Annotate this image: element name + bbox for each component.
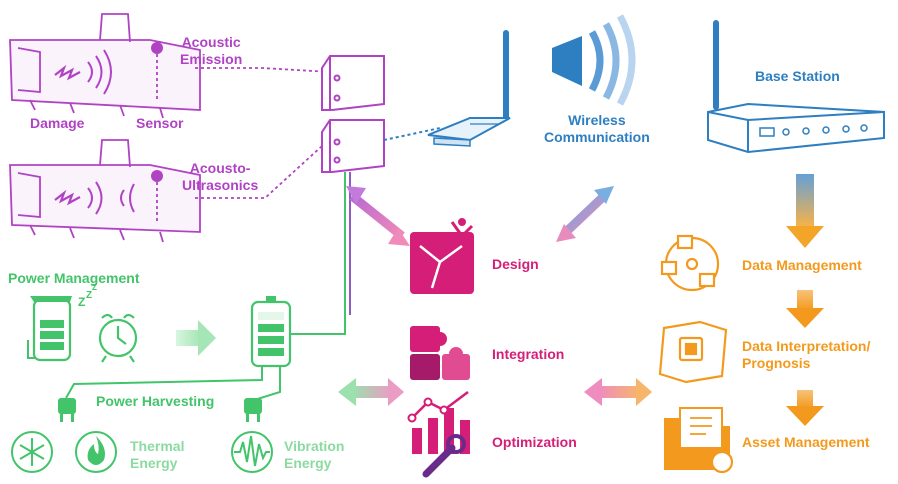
wireless-communication-label-line1: Wireless: [568, 112, 626, 128]
battery-icon: [250, 296, 292, 368]
arrow-sensing-core: [346, 186, 410, 246]
data-interpretation-icon: [658, 320, 728, 384]
arrow-interpretation-asset: [786, 390, 824, 426]
power-harvesting-label: Power Harvesting: [96, 393, 215, 409]
arrow-core-data: [584, 378, 652, 406]
wireless-transmitter-icon: [427, 30, 511, 147]
svg-text:Z: Z: [92, 283, 97, 292]
wireless-communication-label-line2: Communication: [544, 129, 650, 145]
arrow-power-core: [338, 378, 404, 406]
data-management-label: Data Management: [742, 257, 862, 273]
base-station-icon: [707, 20, 885, 154]
damage-icon: [54, 189, 81, 206]
optimization-icon: [407, 391, 470, 478]
snowflake-icon: [11, 431, 53, 473]
integration-icon: [410, 326, 470, 380]
thermal-energy-label: Thermal Energy: [130, 438, 184, 472]
wireless-signal-icon: [552, 14, 636, 106]
integration-label: Integration: [492, 346, 565, 362]
thermal-energy-label-line1: Thermal: [130, 438, 185, 454]
sensor-node-bottom: [151, 170, 163, 222]
damage-label: Damage: [30, 115, 85, 131]
sensor-cables: [195, 67, 331, 199]
sensor-label: Sensor: [136, 115, 184, 131]
acousto-ultrasonics-label-line1: Acousto-: [189, 160, 251, 176]
acoustic-emission-label: Acoustic Emission: [180, 34, 242, 68]
vibration-energy-label-line2: Energy: [284, 455, 332, 471]
design-icon: [410, 218, 474, 294]
thermal-energy-label-line2: Energy: [130, 455, 178, 471]
acoustic-emission-label-line1: Acoustic: [181, 34, 241, 50]
vibration-wave-icon: [231, 431, 273, 473]
data-interpretation-label-line1: Data Interpretation/: [742, 338, 871, 354]
power-management-label: Power Management: [8, 270, 140, 286]
arrow-power-flow: [176, 320, 216, 356]
vibration-energy-label: Vibration Energy: [284, 438, 344, 472]
sensor-node-box-bottom: [321, 119, 385, 173]
acoustic-wave-icon: [87, 49, 112, 95]
flame-icon: [75, 431, 117, 473]
data-interpretation-label-line2: Prognosis: [742, 355, 811, 371]
acoustic-emission-label-line2: Emission: [180, 51, 243, 67]
damage-icon: [54, 64, 81, 81]
data-management-icon: [660, 234, 720, 292]
svg-text:Z: Z: [78, 295, 85, 309]
sleeping-battery-icon: Z Z Z: [27, 283, 97, 362]
wing-panel-top: [9, 13, 201, 119]
arrow-wireless-core: [556, 186, 614, 242]
battery-node-link: [290, 172, 346, 335]
arrow-base-to-data: [786, 174, 824, 248]
plug-icon-thermal: [58, 398, 76, 422]
vibration-energy-label-line1: Vibration: [284, 438, 345, 454]
data-interpretation-label: Data Interpretation/ Prognosis: [742, 338, 870, 372]
design-label: Design: [492, 256, 539, 272]
harvesting-cables: [65, 366, 281, 401]
optimization-label: Optimization: [492, 434, 577, 450]
arrow-data-interpretation: [786, 290, 824, 328]
sensor-node-box-top: [321, 55, 385, 111]
asset-management-label: Asset Management: [742, 434, 870, 450]
asset-management-icon: [664, 407, 734, 474]
plug-icon-vibration: [244, 398, 262, 422]
sensor-node-top: [151, 42, 163, 100]
acousto-ultrasonics-label-line2: Ultrasonics: [182, 177, 259, 193]
acousto-ultrasonics-label: Acousto- Ultrasonics: [182, 160, 258, 194]
svg-text:Z: Z: [86, 290, 92, 301]
wireless-communication-label: Wireless Communication: [544, 112, 650, 146]
wing-panel-bottom: [9, 139, 201, 243]
ultrasonic-wave-icon: [87, 181, 135, 215]
alarm-clock-icon: [98, 313, 138, 363]
base-station-label: Base Station: [755, 68, 840, 84]
